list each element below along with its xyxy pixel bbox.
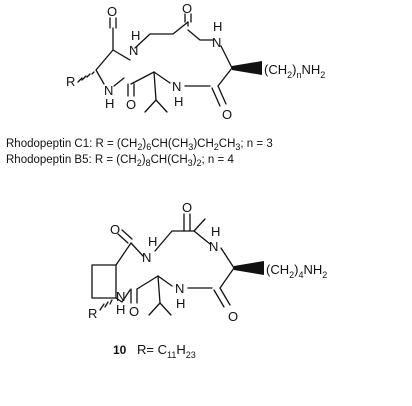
ring-bond-bottom-mid: [153, 71, 171, 84]
ring-bond-left-nh: [113, 77, 125, 87]
atom-oxygen: O: [110, 222, 120, 237]
cyclobutane-ring: [91, 264, 117, 299]
ring-bond-right-lower: [219, 267, 235, 289]
atom-nitrogen: N: [172, 79, 181, 94]
atom-oxygen: O: [222, 107, 232, 122]
side-chain-label: (CH2)4NH2: [266, 262, 327, 280]
atom-oxygen: O: [182, 1, 192, 16]
compound-number: 10: [113, 343, 127, 357]
wedge-bond-side-chain: [234, 261, 264, 275]
ring-bond-top-right: [187, 21, 214, 41]
atom-nitrogen: N: [116, 289, 125, 304]
atom-oxygen: O: [107, 4, 117, 19]
ring-bond-top-left: [130, 218, 206, 257]
atom-nitrogen: N: [129, 43, 138, 58]
isopropyl-branch: [148, 302, 172, 316]
hashed-bond-r: [99, 299, 113, 311]
ring-bond-right-lower: [217, 67, 233, 87]
ring-bond-top-right: [193, 230, 211, 245]
atom-hydrogen: H: [105, 96, 114, 111]
carbonyl-top-right: [183, 213, 191, 232]
ring-bond-right-upper: [220, 247, 235, 269]
compound-r-definition: R= C11H23: [137, 342, 196, 360]
ring-bond-right-upper: [220, 45, 233, 69]
wedge-bond-side-chain: [232, 61, 262, 75]
carbonyl-bottom-left: [130, 288, 138, 304]
atom-hydrogen: H: [211, 224, 220, 239]
atom-hydrogen: H: [148, 234, 157, 249]
compound-10-structure: O N H O N H O N H N H O R (CH2)4NH2: [88, 200, 327, 324]
isopropyl-branch: [144, 99, 168, 113]
ring-bond-bottom-left: [130, 71, 155, 85]
carbonyl-top-left: [117, 229, 133, 244]
isopropyl-stem: [153, 71, 157, 101]
atom-hydrogen: H: [176, 296, 185, 311]
ring-bond-left-nh: [115, 289, 131, 303]
caption-rhodopeptin-b5: Rhodopeptin B5: R = (CH2)8CH(CH3)2; n = …: [6, 154, 234, 168]
atom-nitrogen: N: [209, 239, 218, 254]
rhodopeptin-structure: O N H O N H O N H N H O R (CH2)nNH2: [66, 1, 325, 122]
ring-bond-bottom-left: [136, 275, 159, 290]
ring-bond-left-lower: [95, 49, 114, 85]
carbonyl-top-right: [184, 13, 192, 23]
isopropyl-stem: [157, 275, 161, 304]
ring-bond-left-carbonyl: [115, 242, 132, 266]
atom-oxygen: O: [129, 304, 139, 319]
atom-nitrogen: N: [104, 83, 113, 98]
hashed-bond-r: [77, 71, 95, 83]
carbonyl-bottom-right: [211, 85, 227, 107]
ring-bond-bottom-mid: [157, 275, 173, 287]
atom-nitrogen: N: [142, 250, 151, 265]
atom-hydrogen: H: [174, 94, 183, 109]
atom-nitrogen: N: [212, 35, 221, 50]
r-group-label: R: [66, 74, 75, 89]
ring-bond-top-left: [134, 21, 189, 49]
atom-nitrogen: N: [175, 281, 184, 296]
side-chain-label: (CH2)nNH2: [264, 62, 325, 80]
r-group-label: R: [88, 306, 97, 321]
atom-oxygen: O: [182, 200, 192, 215]
atom-hydrogen: H: [213, 19, 222, 34]
carbonyl-top-left: [109, 17, 117, 29]
carbonyl-bottom-left: [127, 83, 135, 97]
atom-hydrogen: H: [131, 28, 140, 43]
caption-rhodopeptin-c1: Rhodopeptin C1: R = (CH2)6CH(CH3)CH2CH3;…: [6, 138, 273, 152]
atom-oxygen: O: [228, 309, 238, 324]
carbonyl-bottom-right: [213, 287, 231, 308]
atom-hydrogen: H: [116, 302, 125, 317]
ring-bond-left-carbonyl: [112, 27, 131, 61]
atom-oxygen: O: [126, 97, 136, 112]
